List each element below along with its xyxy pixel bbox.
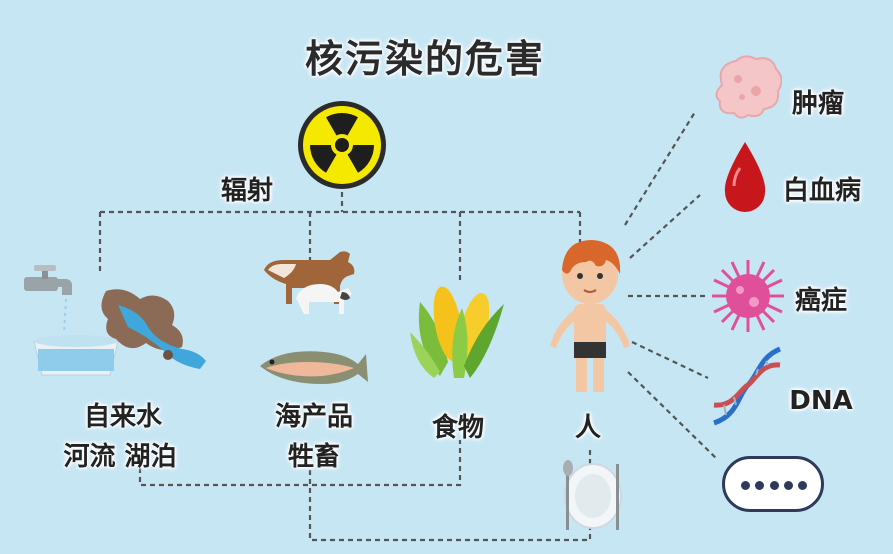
effect-leukemia-label: 白血病 — [782, 176, 861, 206]
pathway-person-label: 人 — [574, 413, 601, 443]
tableware-icon — [563, 460, 622, 530]
blood-drop-icon — [724, 142, 766, 212]
dna-icon — [713, 346, 782, 426]
virus-icon — [712, 260, 784, 332]
pathway-water-line1: 自来水 — [83, 402, 162, 432]
more-ellipsis-icon — [722, 456, 824, 512]
pathway-food-label: 食物 — [431, 413, 484, 443]
radiation-icon — [298, 101, 386, 189]
effect-dna-label: DNA — [789, 386, 853, 416]
tumor-icon — [715, 55, 782, 119]
corn-icon — [410, 286, 504, 378]
person-icon — [550, 240, 630, 392]
livestock-fish-icon — [260, 251, 368, 384]
water-icon — [24, 265, 206, 376]
radiation-label: 辐射 — [220, 176, 273, 206]
pathway-seafood-line1: 海产品 — [274, 402, 353, 432]
effect-cancer-label: 癌症 — [794, 286, 847, 316]
diagram-title: 核污染的危害 — [304, 37, 545, 81]
effect-tumor-label: 肿瘤 — [791, 89, 844, 119]
pathway-water-line2: 河流 湖泊 — [63, 442, 177, 472]
pathway-seafood-line2: 牲畜 — [287, 442, 340, 472]
